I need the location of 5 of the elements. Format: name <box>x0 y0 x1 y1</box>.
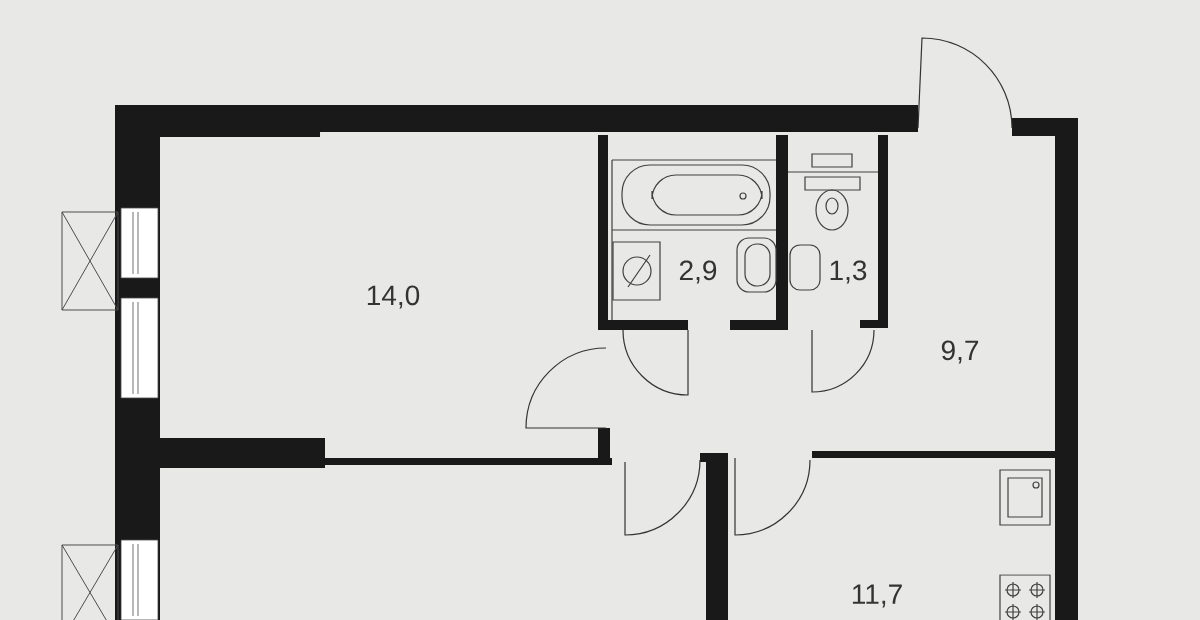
area-label: 11,7 <box>852 584 902 608</box>
area-label: 14,0 <box>367 285 420 309</box>
area-label: 2,9 <box>679 260 717 284</box>
area-label: 1,3 <box>830 260 867 284</box>
area-label: 9,7 <box>941 340 979 364</box>
